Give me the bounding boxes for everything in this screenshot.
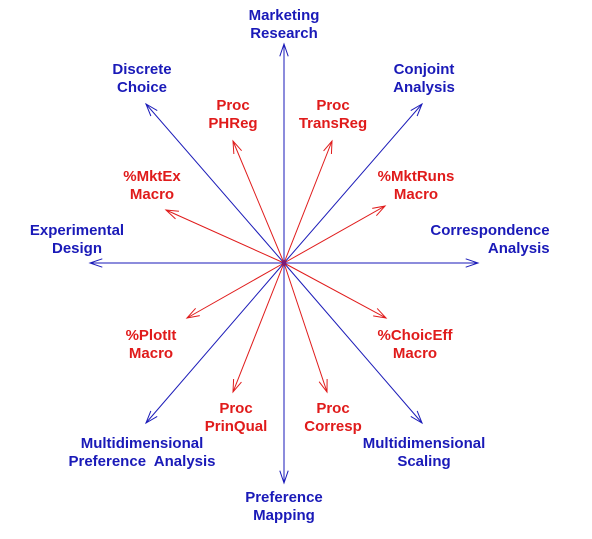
arrow-proc-prinqual (232, 262, 285, 394)
arrow-conjoint-analysis-head (410, 102, 424, 117)
arrow-proc-transreg (283, 139, 333, 264)
label-experimental-design: Experimental Design (30, 222, 124, 258)
label-line: Proc (316, 97, 350, 114)
arrow-mktex-macro (164, 209, 285, 264)
arrow-correspondence-analysis (284, 258, 480, 268)
arrow-preference-mapping-head (279, 470, 289, 485)
label-conjoint-analysis: Conjoint Analysis (393, 61, 455, 97)
label-proc-prinqual: Proc PrinQual (205, 400, 268, 436)
arrow-multidimensional-preference-analysis-head (144, 410, 158, 425)
label-line: TransReg (298, 115, 368, 132)
label-correspondence-analysis: Correspondence Analysis (430, 222, 549, 258)
arrow-multidimensional-scaling-shaft (283, 262, 423, 424)
arrow-preference-mapping (279, 263, 289, 485)
arrow-proc-corresp-head (318, 378, 328, 394)
arrow-proc-phreg (232, 139, 285, 264)
arrow-plotit-macro-shaft (186, 262, 285, 319)
arrow-discrete-choice (144, 102, 285, 264)
arrow-proc-corresp (283, 262, 328, 394)
label-line: Corresp (304, 418, 362, 435)
label-line: Proc (219, 400, 253, 417)
label-line: Mapping (253, 507, 315, 524)
arrow-proc-prinqual-head (232, 378, 242, 394)
arrow-multidimensional-preference-analysis-shaft (145, 262, 285, 424)
arrow-mktex-macro-head (164, 209, 179, 220)
label-choiceff-macro: %ChoicEff Macro (378, 327, 453, 363)
label-line: Design (51, 240, 102, 257)
label-line: Experimental (29, 222, 125, 239)
arrow-correspondence-analysis-head (465, 258, 480, 268)
label-plotit-macro: %PlotIt Macro (126, 327, 177, 363)
arrow-experimental-design (88, 258, 284, 268)
label-line: Marketing (248, 7, 320, 24)
label-line: Macro (392, 345, 438, 362)
label-line: Research (250, 25, 318, 42)
arrow-conjoint-analysis-shaft (283, 103, 423, 264)
label-proc-transreg: Proc TransReg (299, 97, 367, 133)
label-multidimensional-scaling: Multidimensional Scaling (363, 435, 486, 471)
arrow-choiceff-macro-head (373, 308, 388, 319)
arrow-choiceff-macro (283, 262, 388, 319)
label-line: Multidimensional (362, 435, 486, 452)
label-line: %ChoicEff (377, 327, 453, 344)
arrow-mktruns-macro-head (372, 205, 387, 217)
label-line: Conjoint (393, 61, 455, 78)
label-line: Macro (129, 186, 175, 203)
label-line: Multidimensional (80, 435, 204, 452)
arrow-mktruns-macro-shaft (283, 205, 386, 264)
label-line: Preference (245, 489, 323, 506)
arrow-choiceff-macro-shaft (283, 262, 387, 319)
label-line: Proc (316, 400, 350, 417)
center-point (282, 261, 286, 265)
arrow-proc-phreg-shaft (232, 140, 285, 264)
label-line: Scaling (397, 453, 451, 470)
label-line: Choice (116, 79, 168, 96)
label-line: Analysis (393, 79, 455, 96)
arrow-multidimensional-scaling (283, 262, 424, 425)
label-line: %MktEx (123, 168, 181, 185)
arrow-proc-transreg-shaft (283, 140, 333, 264)
arrow-proc-phreg-head (232, 139, 243, 155)
label-line: Macro (128, 345, 174, 362)
label-line: PrinQual (204, 418, 268, 435)
label-proc-corresp: Proc Corresp (304, 400, 362, 436)
arrow-proc-transreg-head (323, 139, 333, 155)
label-mktex-macro: %MktEx Macro (123, 168, 181, 204)
arrow-marketing-research-head (279, 42, 289, 57)
label-preference-mapping: Preference Mapping (245, 489, 323, 525)
arrow-plotit-macro-head (185, 307, 200, 319)
label-line: Macro (393, 186, 439, 203)
arrow-mktex-macro-shaft (165, 209, 285, 264)
label-discrete-choice: Discrete Choice (112, 61, 171, 97)
arrow-conjoint-analysis (283, 102, 424, 264)
arrow-multidimensional-preference-analysis (144, 262, 285, 425)
arrow-marketing-research (279, 42, 289, 263)
arrow-mktruns-macro (283, 205, 387, 264)
arrow-multidimensional-scaling-head (410, 410, 424, 425)
label-multidimensional-preference-analysis: Multidimensional Preference Analysis (68, 435, 215, 471)
label-line: PHReg (208, 115, 258, 132)
label-line: Proc (216, 97, 250, 114)
arrow-discrete-choice-head (144, 102, 158, 117)
label-line: Discrete (112, 61, 172, 78)
label-marketing-research: Marketing Research (249, 7, 320, 43)
label-line: %PlotIt (125, 327, 177, 344)
arrow-experimental-design-head (88, 258, 103, 268)
arrow-proc-corresp-shaft (283, 262, 328, 393)
label-line: Correspondence (430, 222, 550, 239)
label-mktruns-macro: %MktRuns Macro (378, 168, 455, 204)
label-proc-phreg: Proc PHReg (208, 97, 257, 133)
arrow-plotit-macro (185, 262, 285, 319)
label-line: Analysis (487, 240, 550, 257)
arrow-proc-prinqual-shaft (232, 262, 285, 393)
arrow-discrete-choice-shaft (145, 103, 285, 264)
label-line: %MktRuns (377, 168, 455, 185)
label-line: Preference Analysis (68, 453, 216, 470)
